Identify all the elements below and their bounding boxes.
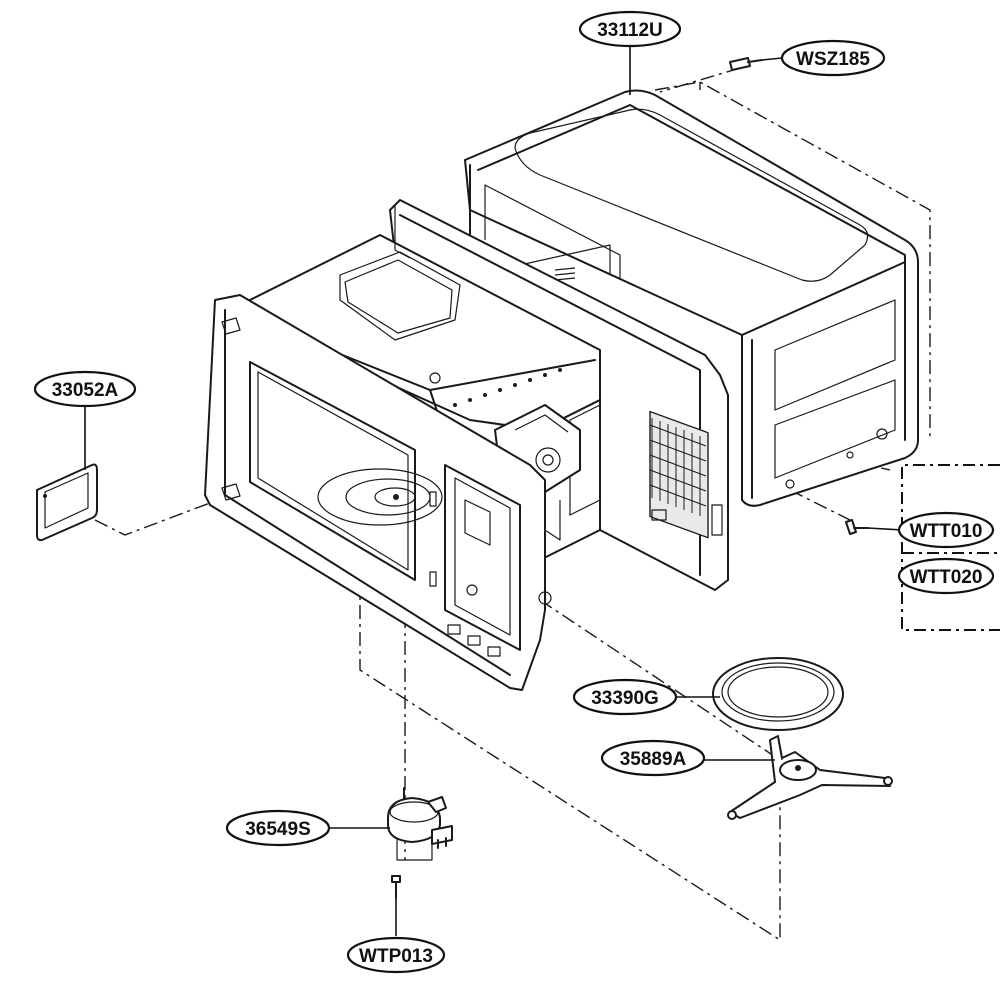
svg-text:WSZ185: WSZ185 xyxy=(796,49,870,70)
roller-guide-drawing xyxy=(727,735,893,820)
cavity-chassis-drawing xyxy=(204,199,729,691)
part-label-33052A: 33052A xyxy=(33,370,137,408)
part-label-WTP013: WTP013 xyxy=(346,936,446,974)
svg-text:WTT010: WTT010 xyxy=(910,521,983,542)
leader-lines xyxy=(84,46,903,936)
side-screw-drawing xyxy=(845,519,869,535)
svg-text:35889A: 35889A xyxy=(620,749,687,770)
motor-screw-drawing xyxy=(391,875,401,899)
outer-case-drawing xyxy=(464,89,919,507)
cavity-dots xyxy=(453,368,562,407)
part-label-33390G: 33390G xyxy=(572,678,678,716)
svg-text:36549S: 36549S xyxy=(245,819,311,840)
part-label-33112U: 33112U xyxy=(578,10,682,48)
part-label-WTT020: WTT020 xyxy=(897,557,995,595)
waveguide-cover-drawing xyxy=(36,463,98,542)
svg-text:33390G: 33390G xyxy=(591,688,659,709)
glass-tray-drawing xyxy=(712,657,844,731)
screw-group-box xyxy=(901,464,1000,631)
svg-text:33052A: 33052A xyxy=(52,380,119,401)
vent-grille xyxy=(649,418,707,516)
part-label-36549S: 36549S xyxy=(225,809,331,847)
svg-text:33112U: 33112U xyxy=(597,20,663,41)
part-label-WSZ185: WSZ185 xyxy=(780,39,886,77)
turntable-motor-drawing xyxy=(387,787,453,861)
svg-text:WTP013: WTP013 xyxy=(359,946,433,967)
part-label-WTT010: WTT010 xyxy=(897,511,995,549)
part-label-35889A: 35889A xyxy=(600,739,706,777)
svg-text:WTT020: WTT020 xyxy=(910,567,983,588)
case-screw-drawing xyxy=(729,57,763,71)
